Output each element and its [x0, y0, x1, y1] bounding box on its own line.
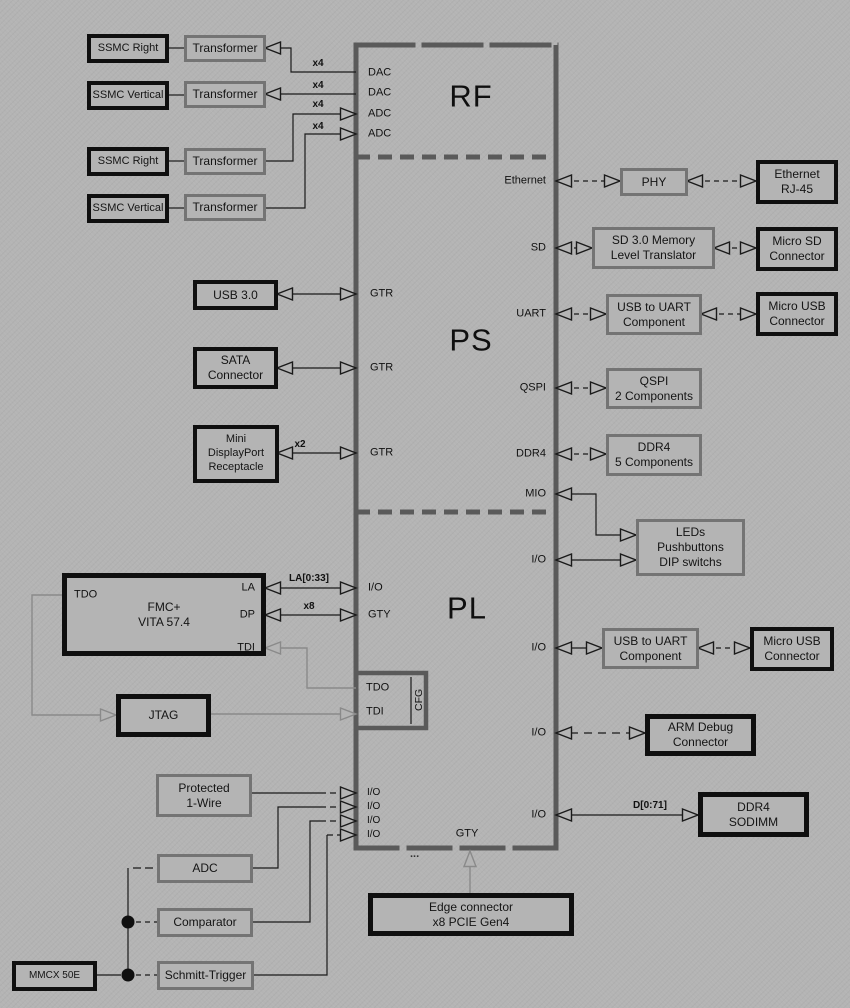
more-pins-ellipsis: ... — [410, 848, 420, 860]
pin-pl-gty-dp: GTY — [368, 608, 391, 621]
junction-dots — [121, 915, 135, 982]
box-edge-connector-pcie: Edge connector x8 PCIE Gen4 — [368, 893, 574, 936]
box-ethernet-rj45: Ethernet RJ-45 — [756, 160, 838, 204]
rf-section-label: RF — [449, 78, 493, 114]
box-usb-uart-pl: USB to UART Component — [602, 628, 699, 669]
pin-pl-io-sodimm: I/O — [531, 808, 546, 821]
box-transformer-2: Transformer — [184, 81, 266, 108]
box-usb-uart-ps: USB to UART Component — [606, 294, 702, 335]
pin-pl-io-schmitt: I/O — [367, 829, 381, 840]
fmc-pin-dp: DP — [239, 608, 255, 621]
pin-gtr-1: GTR — [370, 287, 394, 300]
pin-gtr-3: GTR — [370, 446, 394, 459]
wires-gray — [31, 594, 478, 893]
box-ssmc-vertical-1: SSMC Vertical — [87, 81, 169, 110]
box-ddr4-sodimm: DDR4 SODIMM — [698, 792, 809, 837]
wire-label-x4-dac1: x4 — [312, 58, 324, 69]
box-transformer-4: Transformer — [184, 194, 266, 221]
pin-ethernet: Ethernet — [504, 174, 546, 187]
pin-pl-io-la: I/O — [368, 581, 383, 594]
box-micro-usb-pl: Micro USB Connector — [750, 627, 834, 671]
pin-adc-2: ADC — [368, 127, 392, 140]
pl-section-label: PL — [447, 590, 487, 626]
wire-label-x4-adc2: x4 — [312, 121, 324, 132]
pin-qspi: QSPI — [519, 381, 546, 394]
pin-uart: UART — [516, 307, 546, 320]
wire-label-d-bus: D[0:71] — [633, 800, 667, 811]
pin-dac-1: DAC — [368, 66, 392, 79]
pin-adc-1: ADC — [368, 107, 392, 120]
pin-pl-io-leds: I/O — [531, 553, 546, 566]
pin-cfg-tdo: TDO — [366, 681, 390, 694]
box-arm-debug: ARM Debug Connector — [645, 714, 756, 756]
pin-pl-io-adc: I/O — [367, 801, 381, 812]
pin-cfg-tdi: TDI — [366, 705, 384, 718]
box-sd-level-translator: SD 3.0 Memory Level Translator — [592, 227, 715, 269]
box-ssmc-vertical-2: SSMC Vertical — [87, 194, 169, 223]
box-fmc-vita: FMC+ VITA 57.4 — [62, 573, 266, 656]
ps-section-label: PS — [449, 322, 493, 358]
box-schmitt-trigger: Schmitt-Trigger — [157, 961, 254, 990]
box-ssmc-right-2: SSMC Right — [87, 147, 169, 176]
box-micro-sd: Micro SD Connector — [756, 227, 838, 271]
pin-pl-io-1wire: I/O — [367, 787, 381, 798]
wire-label-x8-dp: x8 — [303, 601, 315, 612]
box-mmcx-50e: MMCX 50E — [12, 961, 97, 991]
wire-label-x4-dac2: x4 — [312, 80, 324, 91]
pin-dac-2: DAC — [368, 86, 392, 99]
fmc-pin-tdo: TDO — [74, 588, 98, 601]
box-phy: PHY — [620, 168, 688, 196]
wire-label-x2-minidp: x2 — [294, 439, 306, 450]
box-transformer-1: Transformer — [184, 35, 266, 62]
box-sata-connector: SATA Connector — [193, 347, 278, 389]
box-micro-usb-ps: Micro USB Connector — [756, 292, 838, 336]
cfg-subblock-outline — [353, 670, 429, 731]
box-leds-pushbuttons: LEDs Pushbuttons DIP switchs — [636, 519, 745, 576]
cfg-label: CFG — [413, 688, 425, 712]
box-ddr4-components: DDR4 5 Components — [606, 434, 702, 476]
pin-pl-io-comp: I/O — [367, 815, 381, 826]
wire-label-la-bus: LA[0:33] — [288, 573, 330, 584]
box-mini-displayport: Mini DisplayPort Receptacle — [193, 425, 279, 483]
pin-mio: MIO — [525, 487, 546, 500]
box-qspi-components: QSPI 2 Components — [606, 368, 702, 409]
pin-pl-io-debug: I/O — [531, 726, 546, 739]
wires-dark — [96, 40, 758, 976]
pin-pl-gty-pcie: GTY — [455, 827, 479, 840]
pin-pl-io-uart: I/O — [531, 641, 546, 654]
box-usb3: USB 3.0 — [193, 280, 278, 310]
fmc-pin-tdi: TDI — [237, 641, 255, 654]
fmc-pin-la: LA — [241, 581, 255, 594]
wire-label-x4-adc1: x4 — [312, 99, 324, 110]
box-jtag: JTAG — [116, 694, 211, 737]
pin-sd: SD — [530, 241, 546, 254]
pin-gtr-2: GTR — [370, 361, 394, 374]
box-ssmc-right-1: SSMC Right — [87, 34, 169, 63]
box-adc: ADC — [157, 854, 253, 883]
pin-ddr4: DDR4 — [516, 447, 546, 460]
box-protected-1wire: Protected 1-Wire — [156, 774, 252, 817]
box-comparator: Comparator — [157, 908, 253, 937]
box-transformer-3: Transformer — [184, 148, 266, 175]
